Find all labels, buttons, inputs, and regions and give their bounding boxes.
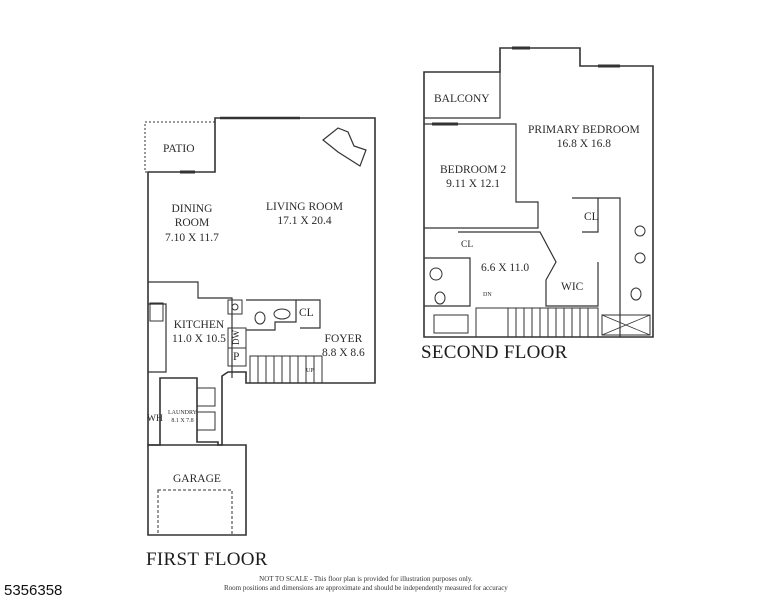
disclaimer-line-1: NOT TO SCALE - This floor plan is provid… [259, 575, 473, 583]
first-floor-stairs [249, 355, 323, 384]
kitchen-counter [148, 281, 233, 378]
foyer-name: FOYER [324, 333, 363, 345]
living-room-dims: 17.1 X 20.4 [277, 215, 332, 228]
first-floor-title: FIRST FLOOR [146, 549, 268, 570]
loft-dims-label: 6.6 X 11.0 [481, 262, 530, 274]
disclaimer-line-2: Room positions and dimensions are approx… [224, 584, 508, 593]
foyer-label: FOYER 8.8 X 8.6 [322, 332, 365, 361]
disclaimer-note: NOT TO SCALE - This floor plan is provid… [224, 575, 508, 594]
walk-in-closet-label: WIC [561, 281, 584, 293]
dishwasher-label: DW [231, 330, 241, 345]
stair-down-mark: DN [483, 292, 492, 298]
bedroom-2-name: BEDROOM 2 [440, 164, 507, 176]
balcony-label: BALCONY [434, 93, 490, 105]
pantry-label: P [233, 351, 240, 363]
closet-label-bedroom-2: CL [461, 240, 474, 250]
bedroom-2-label: BEDROOM 2 9.11 X 12.1 [440, 163, 506, 192]
garage-label: GARAGE [173, 473, 221, 485]
laundry-dims: 8.1 X 7.8 [171, 417, 194, 424]
laundry-name: LAUNDRY [168, 410, 198, 416]
primary-bedroom-name: PRIMARY BEDROOM [528, 124, 640, 136]
garage-wall [147, 444, 247, 536]
primary-bedroom-dims: 16.8 X 16.8 [556, 138, 612, 151]
listing-id: 5356358 [4, 582, 63, 599]
primary-bedroom-label: PRIMARY BEDROOM 16.8 X 16.8 [528, 123, 640, 152]
laundry-label: LAUNDRY 8.1 X 7.8 [168, 410, 197, 425]
dining-room-name: DINING [171, 203, 213, 215]
second-floor-stairs [475, 307, 599, 338]
bedroom-2-dims: 9.11 X 12.1 [446, 178, 501, 191]
kitchen-name: KITCHEN [173, 319, 225, 331]
living-room-label: LIVING ROOM 17.1 X 20.4 [266, 200, 343, 229]
living-room-name: LIVING ROOM [266, 201, 343, 213]
dining-room-label: DINING ROOM 7.10 X 11.7 [165, 202, 219, 245]
foyer-dims: 8.8 X 8.6 [322, 347, 365, 360]
closet-label-first-floor: CL [299, 307, 314, 319]
closet-label-primary: CL [584, 211, 599, 223]
stair-up-mark: UP [306, 368, 314, 374]
fireplace [322, 127, 367, 167]
kitchen-dims: 11.0 X 10.5 [172, 333, 226, 346]
kitchen-label: KITCHEN 11.0 X 10.5 [172, 318, 226, 347]
dining-room-name-2: ROOM [174, 217, 210, 230]
second-floor-title: SECOND FLOOR [421, 342, 568, 363]
garage-door [157, 489, 233, 536]
patio-label: PATIO [163, 143, 195, 155]
water-heater-label: WH [147, 414, 163, 424]
dining-room-dims: 7.10 X 11.7 [165, 231, 219, 244]
